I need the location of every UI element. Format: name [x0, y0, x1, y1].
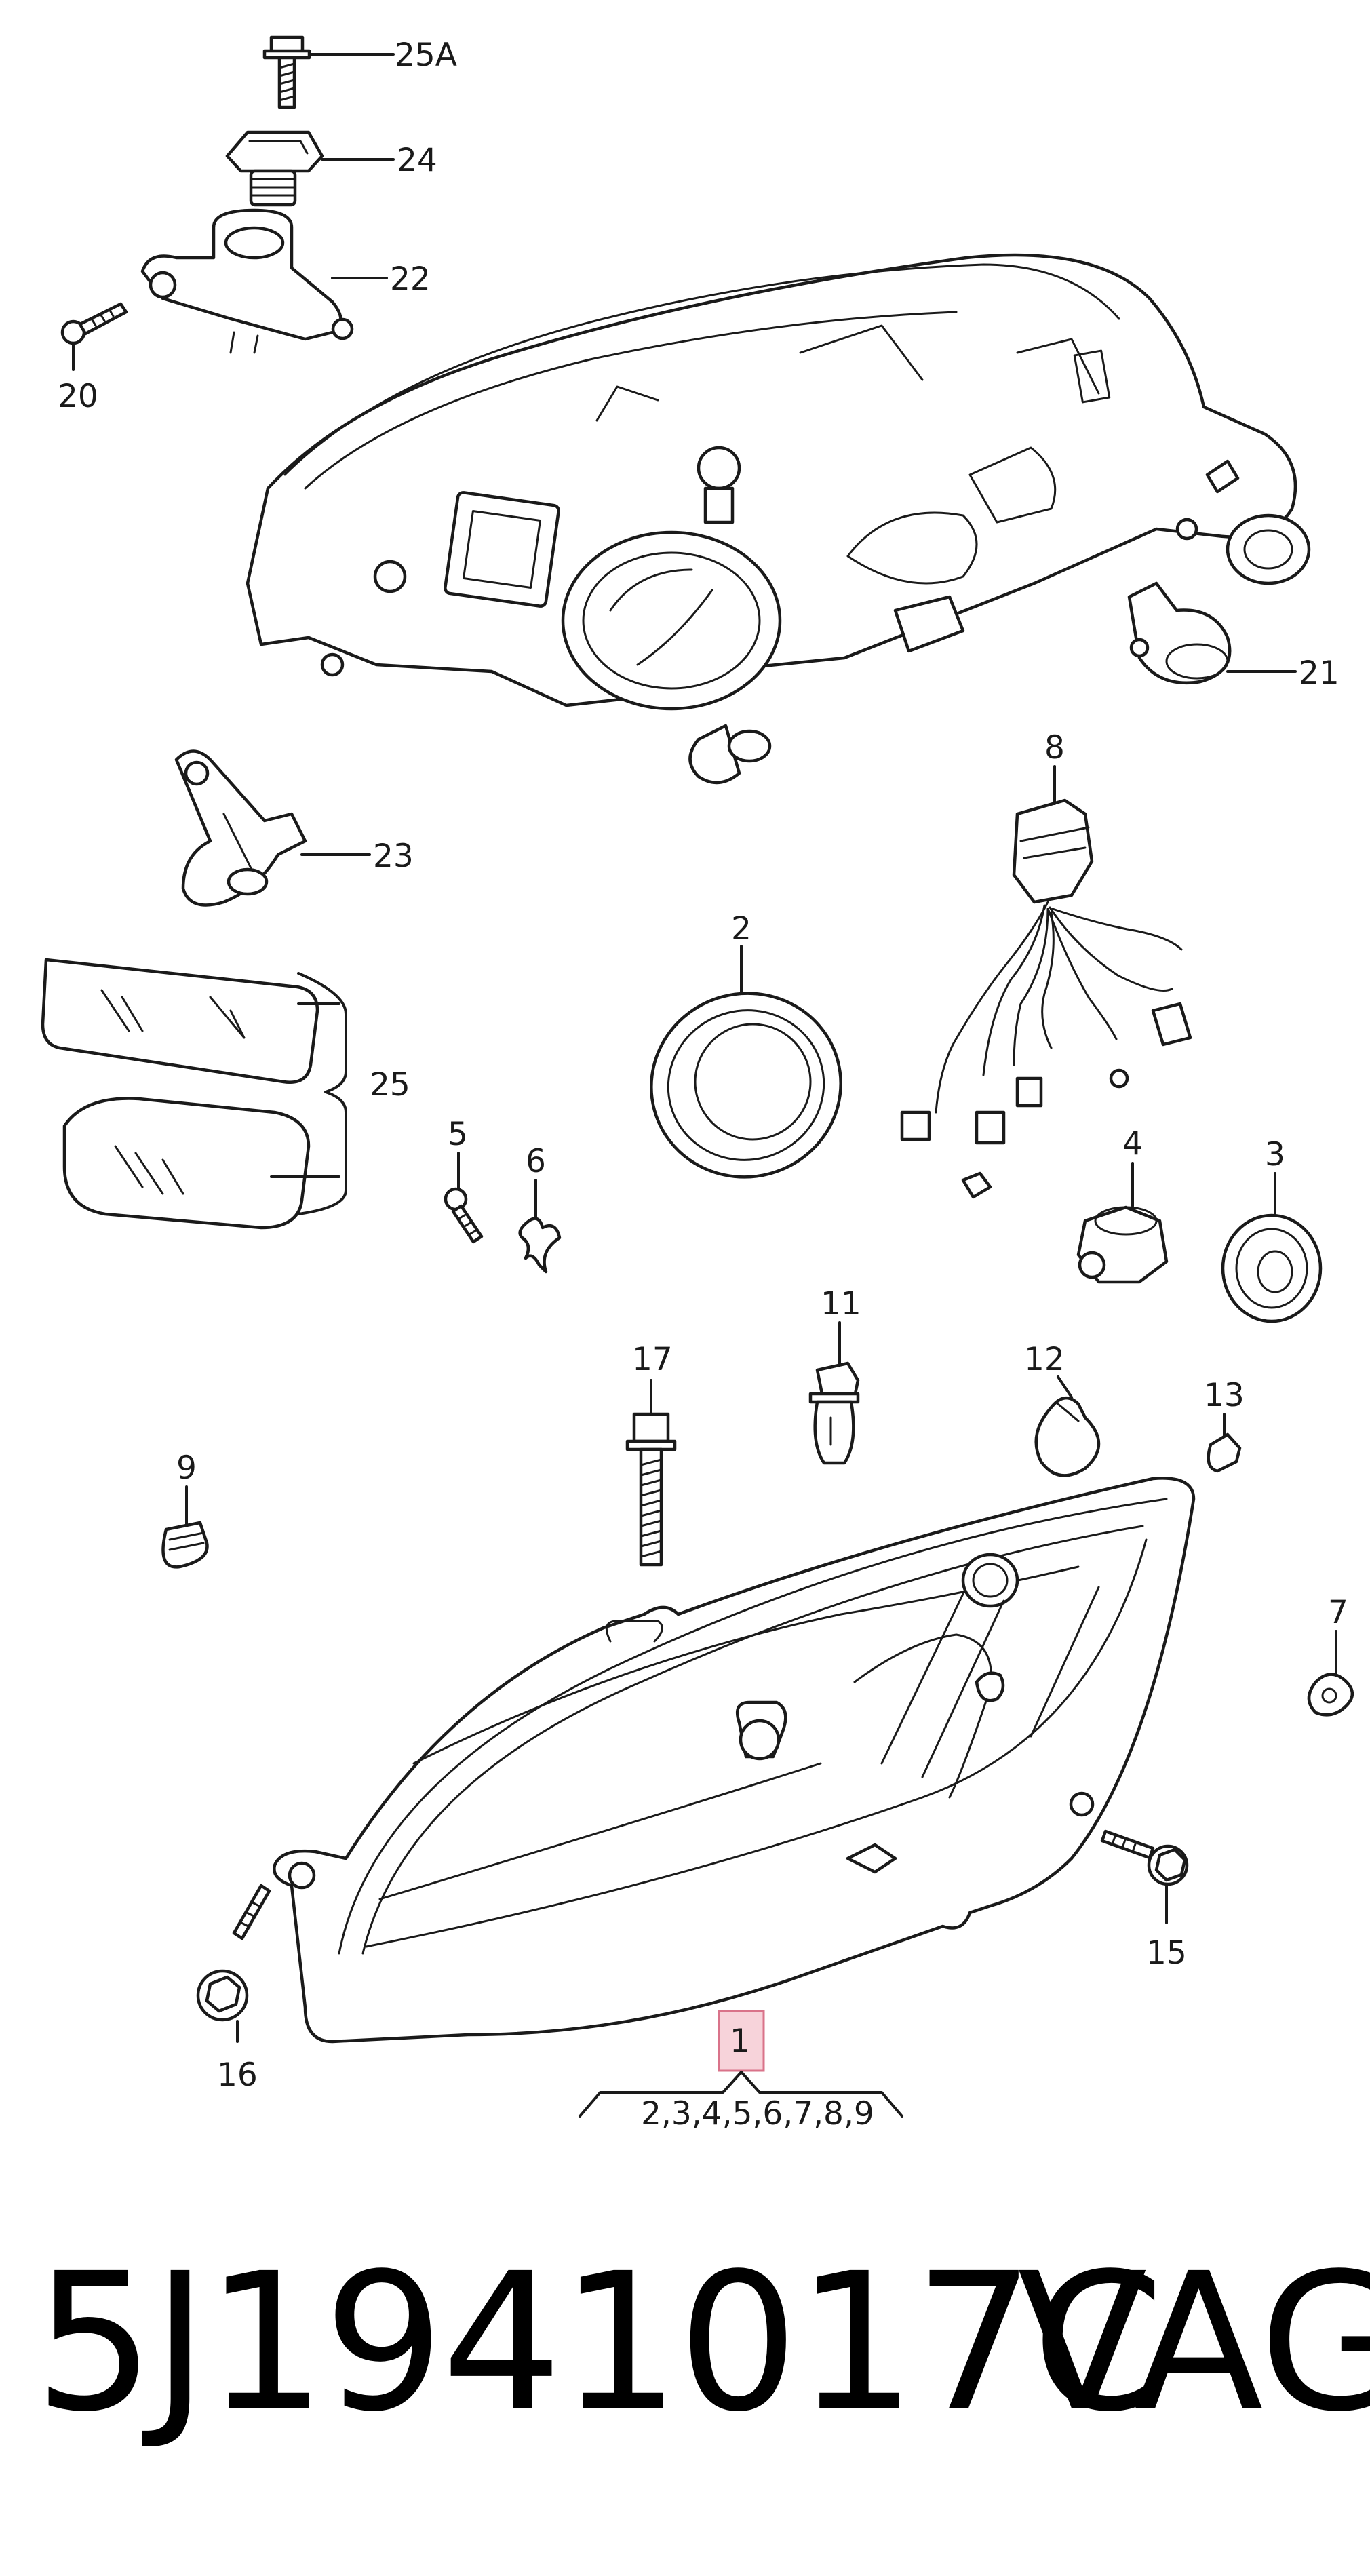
part-25a-screw [262, 35, 311, 109]
part-15-bolt [1100, 1829, 1189, 1886]
part-17-bolt [625, 1412, 677, 1567]
callout-7: 7 [1328, 1594, 1348, 1631]
part-2-cover-cap [650, 992, 842, 1179]
part-16-bolt [196, 1884, 271, 2022]
part-13-small-bulb [1207, 1432, 1242, 1473]
callout-1: 1 [730, 2023, 750, 2060]
callout-2: 2 [731, 910, 751, 948]
part-20-screw [60, 302, 128, 345]
callout-20: 20 [58, 378, 98, 415]
part-24-threaded-insert [225, 130, 324, 207]
callout-12: 12 [1024, 1341, 1065, 1378]
part-21-clip [1127, 581, 1232, 685]
callout-21: 21 [1299, 655, 1339, 692]
headlamp-housing-rear [246, 253, 1311, 785]
callout-5: 5 [448, 1116, 468, 1153]
part-number: 5J1941017C [34, 2233, 1164, 2454]
callout-25a: 25A [395, 37, 457, 74]
part-11-bulb [808, 1361, 860, 1465]
part-12-indicator-bulb [1034, 1397, 1101, 1477]
callout-22: 22 [390, 260, 431, 298]
part-22-bracket [140, 208, 354, 354]
callout-25: 25 [370, 1066, 410, 1104]
callout-9: 9 [176, 1449, 197, 1487]
part-7-clip-nut [1307, 1673, 1354, 1717]
sub-items-bracket [579, 2071, 903, 2118]
part-8-wiring-harness [900, 798, 1192, 1199]
part-5-screw [444, 1187, 484, 1244]
callout-1-subitems: 2,3,4,5,6,7,8,9 [641, 2095, 874, 2132]
part-4-bulb-holder [1076, 1205, 1169, 1284]
headlamp-assembly-front [273, 1477, 1196, 2044]
callout-15: 15 [1146, 1934, 1187, 1972]
brand-name: VAG [1017, 2233, 1370, 2454]
callout-8: 8 [1044, 729, 1065, 766]
callout-4: 4 [1122, 1125, 1143, 1163]
part-25-lens-covers [41, 958, 319, 1230]
part-9-grommet [161, 1521, 209, 1569]
callout-23: 23 [373, 838, 414, 875]
callout-6: 6 [526, 1143, 546, 1180]
callout-11: 11 [821, 1285, 861, 1323]
part-3-cap [1221, 1213, 1323, 1323]
part-23-bracket [174, 749, 307, 907]
callout-3: 3 [1265, 1136, 1285, 1173]
callout-17: 17 [632, 1341, 673, 1378]
callout-16: 16 [217, 2056, 258, 2094]
part-6-clip [518, 1217, 562, 1274]
callout-1-highlight [718, 2010, 765, 2072]
callout-13: 13 [1204, 1377, 1245, 1414]
callout-24: 24 [397, 142, 437, 179]
exploded-parts-diagram: 25A 24 22 20 [41, 35, 1354, 2132]
